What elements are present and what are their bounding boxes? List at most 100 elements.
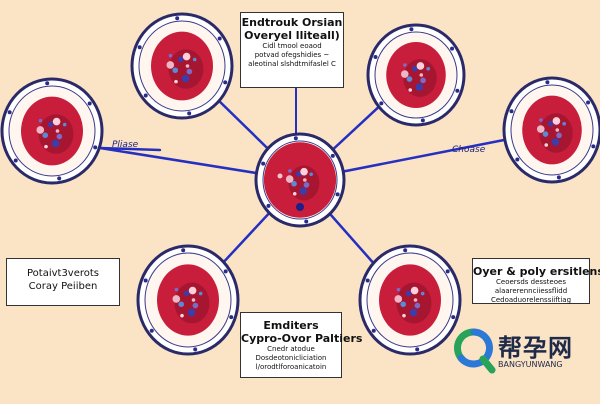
cell-bottom-left-bead [223, 269, 228, 274]
box-right-title-1: Oyer & poly ersitlens [473, 265, 600, 278]
cell-left-bead [93, 145, 98, 150]
cell-bottom-right-bead [415, 347, 420, 352]
cell-center-granule [285, 175, 294, 183]
box-bottom-line-1: Cnedr atodue [267, 345, 315, 353]
box-top-line-2: potvad ofegshidies ~ [254, 51, 330, 59]
cell-left-granule [38, 118, 43, 123]
cell-center-bead [335, 192, 340, 197]
cell-top-right-bead [455, 88, 460, 93]
cell-top-right-granule [415, 83, 424, 91]
cell-bottom-right-granule [413, 298, 418, 302]
cell-top-right-granule [403, 63, 407, 67]
cell-center-granule [292, 191, 297, 196]
cell-top-right-bead [379, 101, 384, 106]
cell-center-granule [303, 178, 307, 182]
cell-top-right [366, 23, 466, 127]
box-top-line-1: Cidl tmool eoaod [262, 42, 322, 50]
cell-top-left [130, 12, 234, 120]
box-bottom-line-2: Dosdeotonicliciation [255, 354, 327, 362]
cell-top-right-granule [420, 77, 426, 84]
cell-top-left-bead [137, 45, 142, 50]
box-right-line-2: alaarerennciiessflidd [494, 287, 568, 295]
cell-top-right-bead [450, 46, 455, 51]
cell-bottom-left-granule [198, 291, 203, 296]
cell-left-granule [52, 117, 61, 126]
cell-top-left-granule [186, 68, 193, 75]
edge-label-right: Choase [452, 145, 486, 155]
cell-center-bead [330, 153, 335, 158]
cell-top-left-bead [217, 36, 222, 41]
cell-top-left-granule [168, 53, 173, 58]
cell-bottom-right-bead [451, 315, 456, 320]
cell-top-right-granule [426, 66, 430, 71]
label-box-left: Potaivt3verots Coray Peiiben [6, 258, 120, 306]
cell-left-bead [57, 176, 62, 181]
cell-right-granule [547, 120, 554, 127]
cell-left [0, 77, 104, 185]
box-right-line-3: Cedoaduorelenssiiftiag [490, 296, 572, 304]
cell-top-right-granule [416, 62, 425, 70]
cell-right-granule [555, 128, 560, 132]
magnifier-logo-icon [454, 328, 496, 374]
watermark-title: 帮孕网 [498, 334, 573, 362]
box-top-title-1: Endtrouk Orsian [241, 16, 343, 29]
cell-right-granule [552, 117, 561, 125]
cell-top-right-granule [406, 76, 413, 82]
cell-top-right-granule [400, 70, 409, 78]
cell-center-bead [293, 136, 298, 141]
cell-bottom-left-granule [180, 313, 184, 318]
cell-bottom-left-bead [193, 347, 198, 352]
cell-bottom-left-bead [229, 315, 234, 320]
cell-top-left-granule [172, 67, 179, 74]
cell-bottom-left-granule [192, 302, 199, 309]
cell-right-granule [562, 121, 566, 126]
cell-bottom-left-granule [174, 287, 179, 292]
cell-left-granule [56, 133, 63, 140]
cell-left-granule [36, 126, 45, 134]
cell-right-granule [536, 125, 545, 133]
label-box-bottom: Emditers Cypro-Ovor Paltiers Cnedr atodu… [240, 312, 362, 378]
box-top-line-3: aleotinal slshdtmifaslel C [248, 60, 336, 68]
edge-label-left: Pliase [112, 140, 139, 150]
cell-top-left-granule [174, 79, 178, 84]
cell-center [254, 132, 346, 228]
label-box-top: Endtrouk Orsian Overyel lliteall) Cidl t… [240, 12, 344, 88]
cell-top-left-bead [223, 80, 228, 85]
cell-left-bead [13, 158, 18, 163]
center-granule [277, 173, 283, 179]
cell-left-granule [44, 144, 48, 149]
cell-bottom-right-bead [403, 248, 408, 253]
cell-center-granule [299, 187, 307, 195]
cell-top-right-granule [411, 65, 418, 72]
cell-right-bead [556, 175, 561, 180]
cell-top-left-bead [187, 111, 192, 116]
box-bottom-line-3: l/orodtlforoanicatoin [255, 363, 327, 371]
cell-bottom-right-granule [400, 301, 407, 308]
cell-bottom-left-granule [191, 298, 196, 302]
cell-center-bead [266, 203, 271, 208]
cell-top-left-bead [175, 16, 180, 21]
cell-left-granule [51, 139, 60, 148]
cell-center-bead [304, 219, 309, 224]
cell-right [502, 76, 600, 184]
cell-top-left-granule [177, 56, 184, 63]
cell-left-granule [47, 121, 54, 128]
cell-right-bead [509, 109, 514, 114]
cell-bottom-left-granule [178, 301, 185, 308]
cell-right-granule [539, 118, 543, 122]
cell-top-right-granule [419, 73, 424, 77]
cell-bottom-right [358, 244, 462, 356]
box-bottom-title-1: Emditers [263, 319, 319, 332]
center-marker [296, 203, 304, 211]
box-left-title-1: Potaivt3verots [26, 268, 100, 279]
cell-bottom-left-granule [188, 286, 197, 295]
cell-bottom-right-granule [409, 308, 418, 317]
cell-bottom-left-bead [149, 328, 154, 333]
cell-right-bead [586, 100, 591, 105]
box-right-line-1: Ceoersds dessteoes [496, 278, 566, 286]
cell-right-granule [556, 132, 562, 139]
cell-top-left-granule [182, 52, 191, 61]
watermark-subtitle: BANGYUNWANG [498, 360, 563, 369]
cell-bottom-left-granule [187, 308, 196, 317]
